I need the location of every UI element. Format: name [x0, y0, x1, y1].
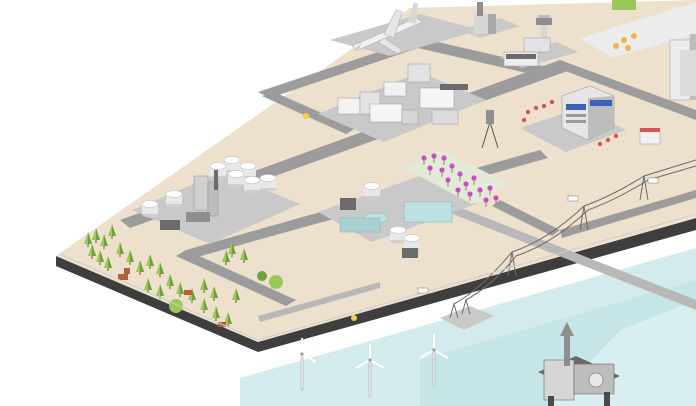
airport: [330, 2, 480, 56]
tower-icon: [536, 15, 552, 50]
office-building-icon: [561, 85, 615, 141]
top-right-compound: [580, 0, 696, 101]
railway: [59, 213, 696, 341]
greenhouse-farm: [404, 150, 510, 207]
factory-icon: [337, 63, 468, 125]
power-substation: [440, 159, 696, 330]
airplane-icon: [351, 2, 423, 55]
vehicles: [351, 177, 659, 321]
factory-complex: [303, 63, 499, 149]
power-line-icon: [449, 159, 696, 319]
refinery: [132, 156, 300, 244]
water-treatment-icon: [339, 182, 453, 258]
antenna-icon: [481, 110, 499, 149]
offshore-rig: [538, 322, 620, 406]
oil-rig-icon: [538, 322, 620, 406]
control-tower: [460, 2, 578, 68]
office-hq: [520, 85, 661, 152]
water-treatment: [318, 176, 476, 258]
